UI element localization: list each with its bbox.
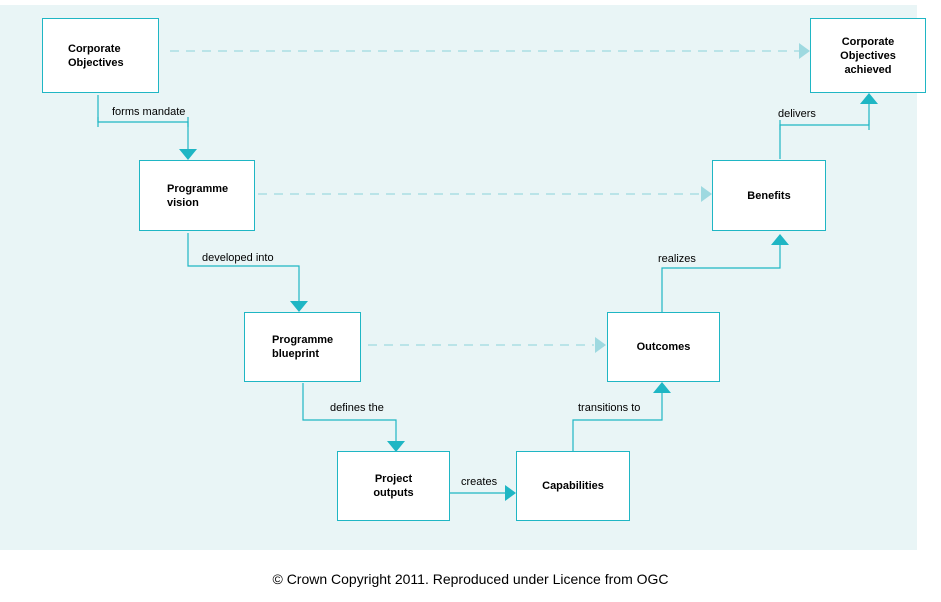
arrowhead-forms-mandate	[179, 149, 197, 160]
node-capabilities[interactable]: Capabilities	[516, 451, 630, 521]
arrowhead-defines-the	[387, 441, 405, 452]
node-label: Programme vision	[167, 182, 229, 209]
arrowhead-transitions-to	[653, 382, 671, 393]
connector-defines-the	[302, 383, 397, 442]
node-label: Benefits	[747, 189, 791, 202]
node-programme-blueprint[interactable]: Programme blueprint	[244, 312, 361, 382]
connector-transitions-to	[572, 392, 663, 451]
edge-label-developed-into: developed into	[202, 252, 274, 264]
arrowhead-developed-into	[290, 301, 308, 312]
node-programme-vision[interactable]: Programme vision	[139, 160, 255, 231]
node-label: Programme blueprint	[272, 334, 334, 360]
node-corporate-objectives-achieved[interactable]: Corporate Objectives achieved	[810, 18, 926, 93]
connector-developed-into	[187, 233, 300, 302]
edge-label-forms-mandate: forms mandate	[112, 106, 186, 118]
edge-label-transitions-to: transitions to	[578, 402, 641, 414]
copyright-footer: © Crown Copyright 2011. Reproduced under…	[272, 571, 669, 587]
node-label: Corporate Objectives	[68, 42, 124, 69]
edge-label-realizes: realizes	[658, 253, 696, 265]
edge-label-defines-the: defines the	[330, 402, 384, 414]
node-outcomes[interactable]: Outcomes	[607, 312, 720, 382]
arrowhead-realizes	[771, 234, 789, 245]
dashed-arrowhead-benefits	[701, 186, 712, 202]
arrowhead-delivers	[860, 93, 878, 104]
node-label: Corporate Objectives achieved	[840, 35, 896, 76]
node-label: Outcomes	[636, 341, 691, 353]
connector-realizes	[661, 244, 781, 312]
edge-label-delivers: delivers	[778, 108, 816, 120]
dashed-arrowhead-outcomes	[595, 337, 606, 353]
arrowhead-creates	[505, 485, 516, 501]
edge-label-creates: creates	[461, 476, 498, 488]
node-label: Capabilities	[542, 480, 604, 492]
node-benefits[interactable]: Benefits	[712, 160, 826, 231]
node-corporate-objectives[interactable]: Corporate Objectives	[42, 18, 159, 93]
diagram-canvas	[0, 5, 917, 550]
connector-delivers	[779, 103, 870, 159]
connector-forms-mandate	[97, 95, 189, 150]
dashed-arrowhead-objectives	[799, 43, 810, 59]
node-project-outputs[interactable]: Project outputs	[337, 451, 450, 521]
node-label: Project outputs	[373, 473, 414, 499]
